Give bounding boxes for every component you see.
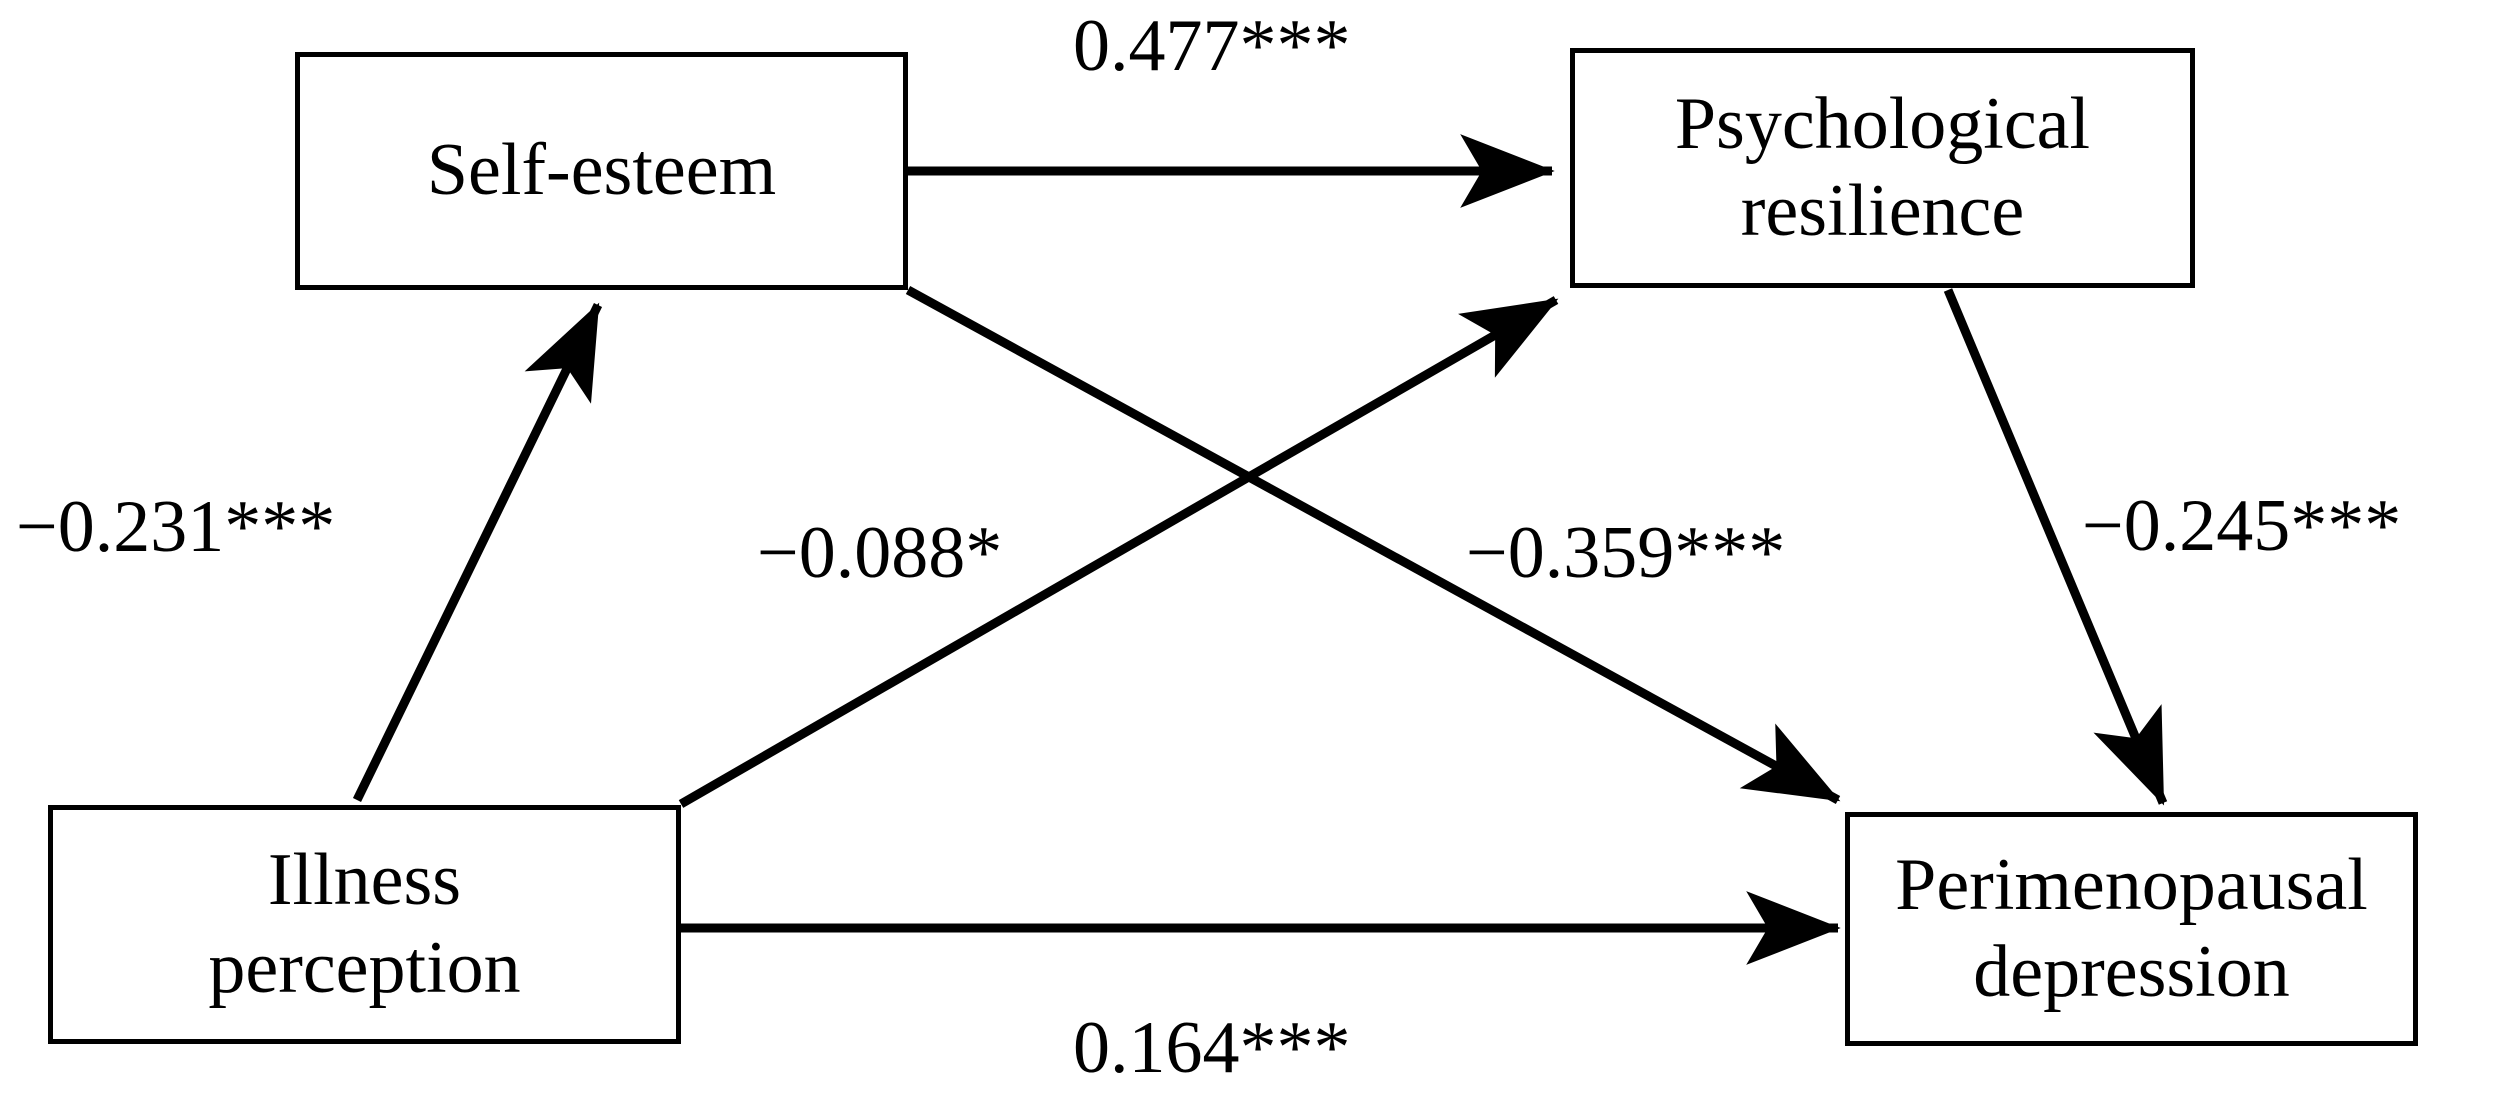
- arrow-illness-perception-to-self-esteem: [352, 302, 603, 802]
- edge-label-self-esteem-to-psychological-resilience: 0.477***: [1073, 5, 1351, 87]
- node-illness-perception[interactable]: Illness perception: [48, 805, 681, 1044]
- node-illness-perception-label: Illness perception: [208, 839, 521, 1009]
- arrow-psychological-resilience-to-perimenopausal-depression: [1943, 288, 2168, 806]
- node-perimenopausal-depression-label: Perimenopausal depression: [1895, 843, 2368, 1013]
- node-psychological-resilience-label: Psychological resilience: [1674, 82, 2091, 252]
- arrow-self-esteem-to-perimenopausal-depression: [905, 286, 1841, 804]
- arrow-illness-perception-to-psychological-resilience: [678, 296, 1559, 808]
- edge-label-self-esteem-to-perimenopausal-depression: −0.359***: [1466, 512, 1786, 594]
- edge-label-illness-perception-to-self-esteem: −0.231***: [16, 486, 336, 568]
- edge-label-illness-perception-to-psychological-resilience: −0.088*: [757, 512, 1003, 594]
- node-self-esteem-label: Self-esteem: [426, 129, 777, 212]
- node-self-esteem[interactable]: Self-esteem: [295, 52, 908, 290]
- edge-label-illness-perception-to-perimenopausal-depression: 0.164***: [1073, 1007, 1351, 1089]
- edge-label-psychological-resilience-to-perimenopausal-depression: −0.245***: [2082, 485, 2402, 567]
- node-perimenopausal-depression[interactable]: Perimenopausal depression: [1845, 812, 2418, 1046]
- node-psychological-resilience[interactable]: Psychological resilience: [1570, 48, 2195, 288]
